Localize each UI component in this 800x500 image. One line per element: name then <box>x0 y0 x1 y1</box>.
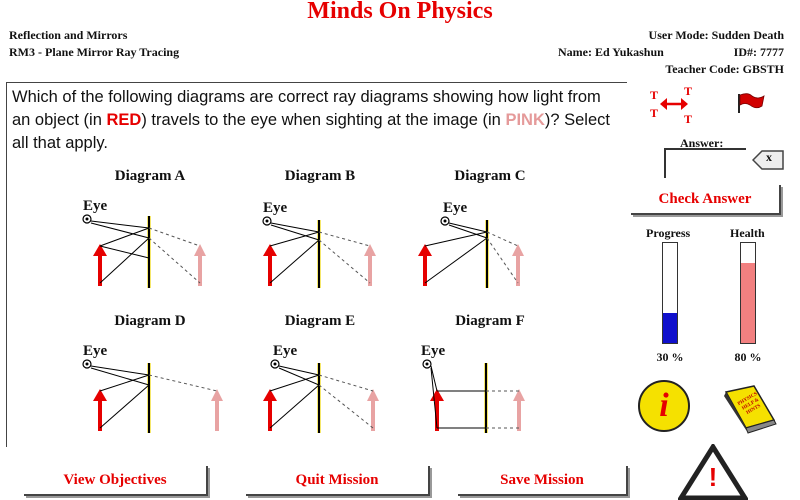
assignment-title: RM3 - Plane Mirror Ray Tracing <box>9 45 180 59</box>
ray-diagram-b <box>262 216 376 288</box>
health-bar-fill <box>741 263 755 343</box>
save-mission-button[interactable]: Save Mission <box>458 466 628 496</box>
question-pink-word: PINK <box>505 111 545 129</box>
clear-label: x <box>766 150 772 164</box>
diagram-label: Diagram D <box>114 313 186 329</box>
answer-label: Answer: <box>680 136 724 150</box>
check-answer-button[interactable]: Check Answer <box>631 185 781 215</box>
eye-label: Eye <box>83 343 108 359</box>
diagram-label: Diagram F <box>455 313 525 329</box>
info-glyph: i <box>659 387 669 424</box>
diagram-label: Diagram A <box>114 168 186 184</box>
diagram-c[interactable]: Diagram C Eye <box>415 168 565 293</box>
question-panel <box>6 82 627 447</box>
toggle-letter: T <box>650 106 659 120</box>
help-book-icon[interactable]: PHYSICS HELP & HINTS <box>722 384 778 434</box>
diagram-label: Diagram B <box>284 168 356 184</box>
clear-answer-button[interactable]: x <box>751 150 784 170</box>
ray-diagram-c <box>418 216 524 288</box>
view-objectives-button[interactable]: View Objectives <box>24 466 208 496</box>
warning-glyph: ! <box>708 462 718 492</box>
health-bar <box>740 242 756 344</box>
user-mode: User Mode: Sudden Death <box>648 28 784 42</box>
diagram-f[interactable]: Diagram F Eye <box>415 313 565 438</box>
toggle-letter: T <box>684 112 693 126</box>
health-label: Health <box>730 226 765 240</box>
double-arrow-icon <box>660 98 688 110</box>
health-percent: 80 % <box>734 350 762 364</box>
book-shape <box>724 385 777 434</box>
eye-label: Eye <box>421 343 446 359</box>
question-text: Which of the following diagrams are corr… <box>12 86 612 155</box>
diagram-a[interactable]: Diagram A Eye <box>75 168 225 293</box>
ray-diagram-f <box>422 359 525 433</box>
ray-diagram-a <box>82 214 206 288</box>
question-part-3: )? Select all that apply. <box>12 111 610 152</box>
question-part-1: Which of the following diagrams are corr… <box>12 88 601 129</box>
diagram-d[interactable]: Diagram D Eye <box>75 313 225 438</box>
question-red-word: RED <box>106 111 142 129</box>
question-part-2: ) travels to the eye when sighting at th… <box>141 111 506 129</box>
warning-triangle <box>678 444 748 500</box>
teacher-code: Teacher Code: GBSTH <box>665 62 784 76</box>
ray-diagram-e <box>263 359 379 433</box>
progress-label: Progress <box>646 226 691 240</box>
progress-bar-fill <box>663 313 677 343</box>
progress-percent: 30 % <box>656 350 684 364</box>
eye-label: Eye <box>83 198 108 214</box>
app-title: Minds On Physics <box>307 0 493 24</box>
eye-label: Eye <box>263 200 288 216</box>
toggle-letter: T <box>684 84 693 98</box>
module-title: Reflection and Mirrors <box>9 28 128 42</box>
user-id: ID#: 7777 <box>733 45 784 59</box>
diagram-label: Diagram E <box>284 313 356 329</box>
warning-icon[interactable]: ! <box>678 444 748 500</box>
answer-field[interactable] <box>664 148 746 178</box>
eye-label: Eye <box>273 343 298 359</box>
text-size-toggle-icon[interactable]: T T T T <box>646 84 702 130</box>
info-icon[interactable]: i <box>638 380 690 432</box>
flag-icon[interactable] <box>736 92 766 114</box>
progress-bar <box>662 242 678 344</box>
diagram-e[interactable]: Diagram E Eye <box>245 313 395 438</box>
quit-mission-button[interactable]: Quit Mission <box>246 466 430 496</box>
backspace-icon <box>751 150 784 170</box>
eye-label: Eye <box>443 200 468 216</box>
user-name: Name: Ed Yukashun <box>558 45 664 59</box>
toggle-letter: T <box>650 88 659 102</box>
diagram-label: Diagram C <box>454 168 526 184</box>
ray-diagram-d <box>82 359 223 433</box>
diagram-b[interactable]: Diagram B Eye <box>245 168 395 293</box>
